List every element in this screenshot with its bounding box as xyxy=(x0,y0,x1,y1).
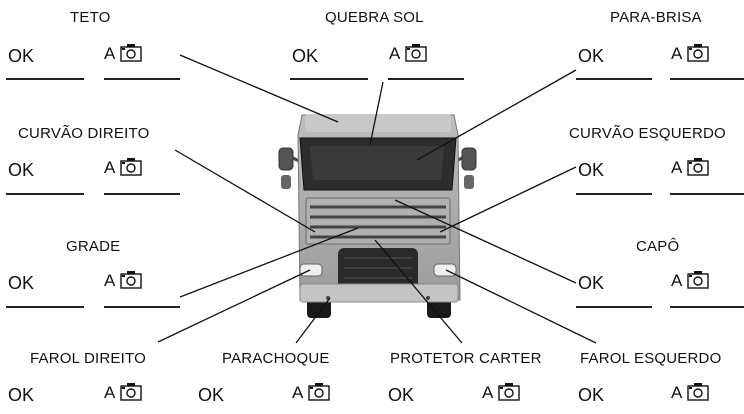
camera-icon[interactable] xyxy=(308,382,330,402)
a-farol-esquerdo: A xyxy=(671,383,683,402)
label-protetor-carter: PROTETOR CARTER xyxy=(390,350,542,367)
ok-farol-esquerdo: OK xyxy=(578,385,605,405)
pointer-curvao-esquerdo xyxy=(439,166,577,233)
a-para-brisa: A xyxy=(671,44,683,63)
camera-icon[interactable] xyxy=(120,157,142,177)
a-line-curvao-direito[interactable] xyxy=(104,193,180,195)
label-para-brisa: PARA-BRISA xyxy=(610,9,702,26)
ok-quebra-sol: OK xyxy=(292,46,319,66)
ok-teto: OK xyxy=(8,46,35,66)
camera-icon[interactable] xyxy=(120,382,142,402)
camera-icon[interactable] xyxy=(120,270,142,290)
a-teto: A xyxy=(104,44,116,63)
a-line-capo[interactable] xyxy=(670,306,744,308)
pointer-capo xyxy=(394,199,577,284)
pointer-curvao-direito xyxy=(174,149,316,233)
ok-curvao-esquerdo: OK xyxy=(578,160,605,180)
ok-line-curvao-esquerdo[interactable] xyxy=(576,193,652,195)
pointer-quebra-sol xyxy=(369,81,384,146)
ok-line-quebra-sol[interactable] xyxy=(290,78,368,80)
camera-icon[interactable] xyxy=(687,157,709,177)
label-parachoque: PARACHOQUE xyxy=(222,350,330,367)
camera-icon[interactable] xyxy=(687,270,709,290)
ok-parachoque: OK xyxy=(198,385,225,405)
a-line-quebra-sol[interactable] xyxy=(388,78,464,80)
ok-farol-direito: OK xyxy=(8,385,35,405)
ok-curvao-direito: OK xyxy=(8,160,35,180)
label-quebra-sol: QUEBRA SOL xyxy=(325,9,424,26)
label-curvao-esquerdo: CURVÃO ESQUERDO xyxy=(569,125,726,142)
a-parachoque: A xyxy=(292,383,304,402)
label-capo: CAPÔ xyxy=(636,238,680,255)
a-line-teto[interactable] xyxy=(104,78,180,80)
a-curvao-esquerdo: A xyxy=(671,158,683,177)
a-farol-direito: A xyxy=(104,383,116,402)
ok-line-grade[interactable] xyxy=(6,306,84,308)
a-protetor-carter: A xyxy=(482,383,494,402)
camera-icon[interactable] xyxy=(498,382,520,402)
pointer-farol-direito xyxy=(157,269,311,343)
camera-icon[interactable] xyxy=(687,382,709,402)
ok-line-capo[interactable] xyxy=(576,306,652,308)
label-farol-esquerdo: FAROL ESQUERDO xyxy=(580,350,722,367)
label-grade: GRADE xyxy=(66,238,121,255)
a-quebra-sol: A xyxy=(389,44,401,63)
camera-icon[interactable] xyxy=(687,43,709,63)
ok-line-teto[interactable] xyxy=(6,78,84,80)
label-farol-direito: FAROL DIREITO xyxy=(30,350,146,367)
ok-line-para-brisa[interactable] xyxy=(576,78,652,80)
ok-para-brisa: OK xyxy=(578,46,605,66)
a-curvao-direito: A xyxy=(104,158,116,177)
label-curvao-direito: CURVÃO DIREITO xyxy=(18,125,150,142)
a-line-grade[interactable] xyxy=(104,306,180,308)
ok-line-curvao-direito[interactable] xyxy=(6,193,84,195)
a-grade: A xyxy=(104,271,116,290)
pointer-grade xyxy=(179,227,359,298)
label-teto: TETO xyxy=(70,9,111,26)
pointer-teto xyxy=(179,54,339,123)
pointer-farol-esquerdo xyxy=(445,269,597,344)
ok-grade: OK xyxy=(8,273,35,293)
pointer-parachoque xyxy=(295,297,331,344)
pointer-protetor-carter xyxy=(374,239,463,344)
a-line-curvao-esquerdo[interactable] xyxy=(670,193,744,195)
ok-capo: OK xyxy=(578,273,605,293)
a-capo: A xyxy=(671,271,683,290)
a-line-para-brisa[interactable] xyxy=(670,78,744,80)
ok-protetor-carter: OK xyxy=(388,385,415,405)
pointer-para-brisa xyxy=(416,69,577,161)
camera-icon[interactable] xyxy=(405,43,427,63)
camera-icon[interactable] xyxy=(120,43,142,63)
